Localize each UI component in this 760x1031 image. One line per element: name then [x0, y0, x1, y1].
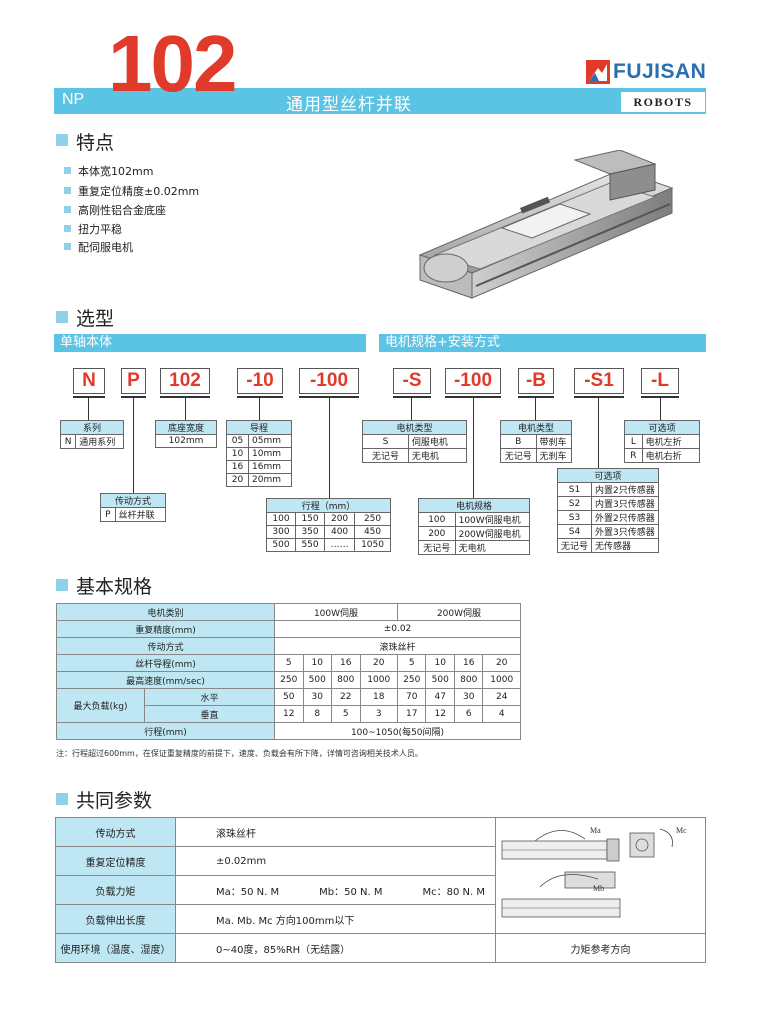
connector-line	[121, 396, 146, 398]
connector-line	[88, 398, 89, 420]
connector-line	[574, 396, 624, 398]
connector-line	[535, 398, 536, 420]
product-image	[418, 150, 674, 299]
motor-bar: 电机规格+安装方式	[379, 334, 706, 352]
body-bar: 单轴本体	[54, 334, 366, 352]
connector-line	[641, 396, 679, 398]
code-motor-spec: -100	[445, 368, 501, 394]
moment-diagram: Ma Mc Mb	[501, 826, 687, 918]
code-option: -L	[641, 368, 679, 394]
features-heading: 特点	[76, 132, 115, 154]
connector-line	[660, 398, 661, 420]
connector-line	[329, 398, 330, 498]
brand-subtitle: ROBOTS	[620, 91, 706, 113]
connector-line	[160, 396, 210, 398]
code-brake: -B	[518, 368, 554, 394]
svg-text:Ma: Ma	[590, 826, 601, 835]
connector-line	[73, 396, 105, 398]
brand-name: FUJISAN	[613, 60, 707, 83]
common-heading: 共同参数	[76, 790, 153, 812]
connector-line	[411, 398, 412, 420]
code-sensor: -S1	[574, 368, 624, 394]
connector-line	[598, 398, 599, 468]
feature-item: 扭力平稳	[64, 221, 122, 237]
connector-line	[473, 398, 474, 498]
section-marker	[56, 793, 68, 805]
code-lead: -10	[237, 368, 283, 394]
spec-note: 注：行程超过600mm，在保证重复精度的前提下，速度、负载会有所下降，详情可咨询…	[56, 749, 423, 758]
feature-item: 配伺服电机	[64, 239, 133, 255]
header-bar	[54, 88, 706, 114]
code-motor-type: -S	[393, 368, 431, 394]
connector-line	[299, 396, 359, 398]
svg-text:Mb: Mb	[593, 884, 604, 893]
code-series: N	[73, 368, 105, 394]
connector-line	[133, 398, 134, 493]
connector-line	[393, 396, 431, 398]
figure-caption: 力矩参考方向	[495, 933, 706, 963]
connector-line	[237, 396, 283, 398]
brand-logo-icon	[586, 60, 610, 84]
section-marker	[56, 579, 68, 591]
series-label: NP	[62, 91, 85, 108]
code-drive: P	[121, 368, 146, 394]
section-marker	[56, 311, 68, 323]
code-stroke: -100	[299, 368, 359, 394]
feature-item: 高刚性铝合金底座	[64, 202, 166, 218]
page-title: 通用型丝杆并联	[286, 95, 412, 115]
feature-item: 重复定位精度±0.02mm	[64, 183, 199, 199]
svg-text:Mc: Mc	[676, 826, 687, 835]
width-table: 底座宽度 102mm	[155, 420, 217, 448]
basic-spec-heading: 基本规格	[76, 576, 153, 598]
connector-line	[185, 398, 186, 420]
connector-line	[259, 398, 260, 420]
selection-heading: 选型	[76, 308, 115, 330]
feature-item: 本体宽102mm	[64, 163, 153, 179]
model-number: 102	[108, 19, 237, 108]
code-width: 102	[160, 368, 210, 394]
connector-line	[518, 396, 554, 398]
connector-line	[445, 396, 501, 398]
section-marker	[56, 134, 68, 146]
